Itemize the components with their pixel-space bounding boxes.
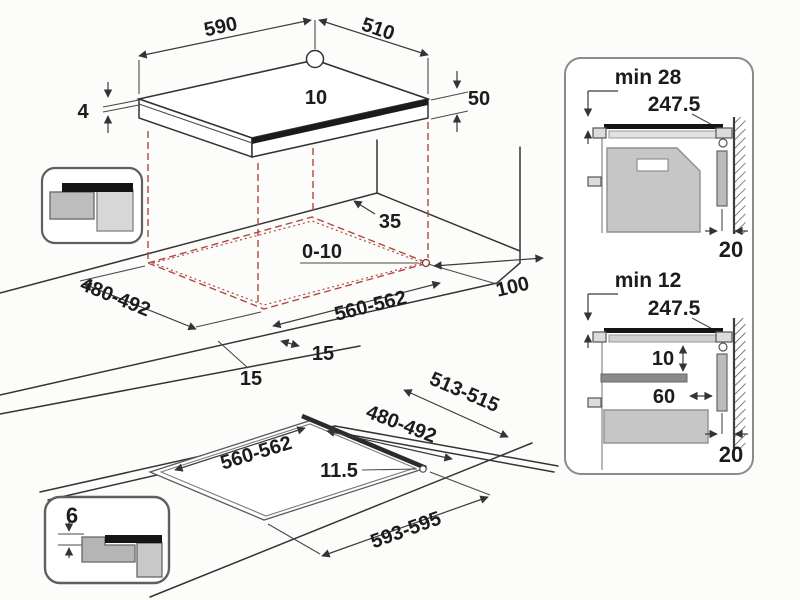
hob-isometric-view: 10 590 510 4 50 (77, 13, 490, 159)
min-clearance-top-label: min 28 (615, 66, 682, 89)
dim-cut-width-label: 560-562 (332, 287, 409, 326)
dim-rear-clearance-label: 35 (379, 211, 401, 233)
cutout-outline (145, 216, 431, 310)
wall-gap-bottom-label: 20 (719, 442, 743, 467)
shelf-depth-label: 60 (653, 386, 675, 408)
wall-gap-top-label: 20 (719, 237, 743, 262)
flush-mount-inset-icon: 6 (43, 495, 171, 585)
shelf-bar (600, 373, 688, 383)
dim-body-height-label: 50 (468, 88, 490, 110)
side-view-drawer: min 12 247.5 10 60 20 (583, 269, 748, 470)
inset-glass-thickness-label: 6 (66, 503, 78, 528)
oven-vent (636, 158, 669, 172)
oven-body (606, 147, 701, 233)
dim-hole-label: 10 (305, 87, 327, 109)
side-view-oven: min 28 247.5 20 (583, 66, 748, 262)
center-distance-bottom-label: 247.5 (648, 297, 701, 320)
flush-cut-depth-label: 480-492 (363, 401, 439, 448)
min-clearance-bottom-label: min 12 (615, 269, 682, 292)
flush-step-depth-label: 513-515 (426, 368, 502, 417)
hole-marker (305, 49, 325, 69)
flush-step-width-label: 593-595 (368, 507, 445, 553)
dim-width-label: 590 (202, 13, 239, 41)
dim-side-clearance-label: 100 (494, 273, 531, 302)
drawer-body (603, 409, 709, 444)
dim-front-gap-right-label: 15 (312, 343, 334, 365)
surface-mount-inset-icon (40, 166, 144, 245)
shelf-gap-label: 10 (652, 348, 674, 370)
center-distance-top-label: 247.5 (648, 93, 701, 116)
dim-glass-thickness-label: 4 (77, 101, 89, 123)
flush-lip-label: 11.5 (320, 460, 358, 482)
dim-depth-label: 510 (359, 13, 398, 45)
dim-front-gap-left-label: 15 (240, 368, 262, 390)
dim-reveal-label: 0-10 (302, 241, 342, 263)
dim-cut-depth-label: 480-492 (77, 273, 153, 321)
side-views-panel: min 28 247.5 20 min 12 (564, 57, 754, 475)
